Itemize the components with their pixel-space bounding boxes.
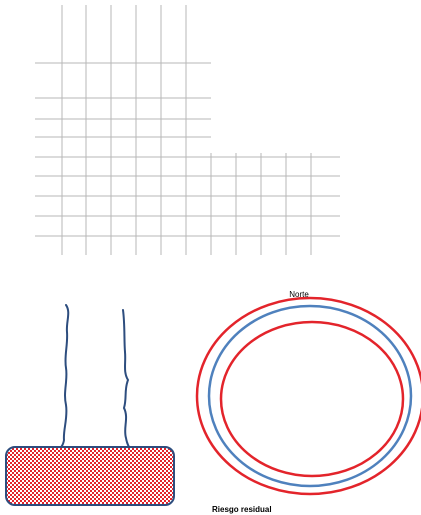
- right-path-line: [123, 310, 132, 451]
- checkered-base-block: [6, 447, 174, 505]
- blue-ring: [209, 306, 411, 486]
- inner-red-ring: [221, 322, 403, 476]
- outer-red-ring: [197, 298, 421, 494]
- grid-block-lower: [35, 153, 340, 255]
- left-path-line: [55, 305, 68, 452]
- grid-block-upper: [35, 5, 211, 255]
- north-label: Norte: [276, 290, 322, 299]
- residual-risk-label: Riesgo residual: [212, 505, 272, 514]
